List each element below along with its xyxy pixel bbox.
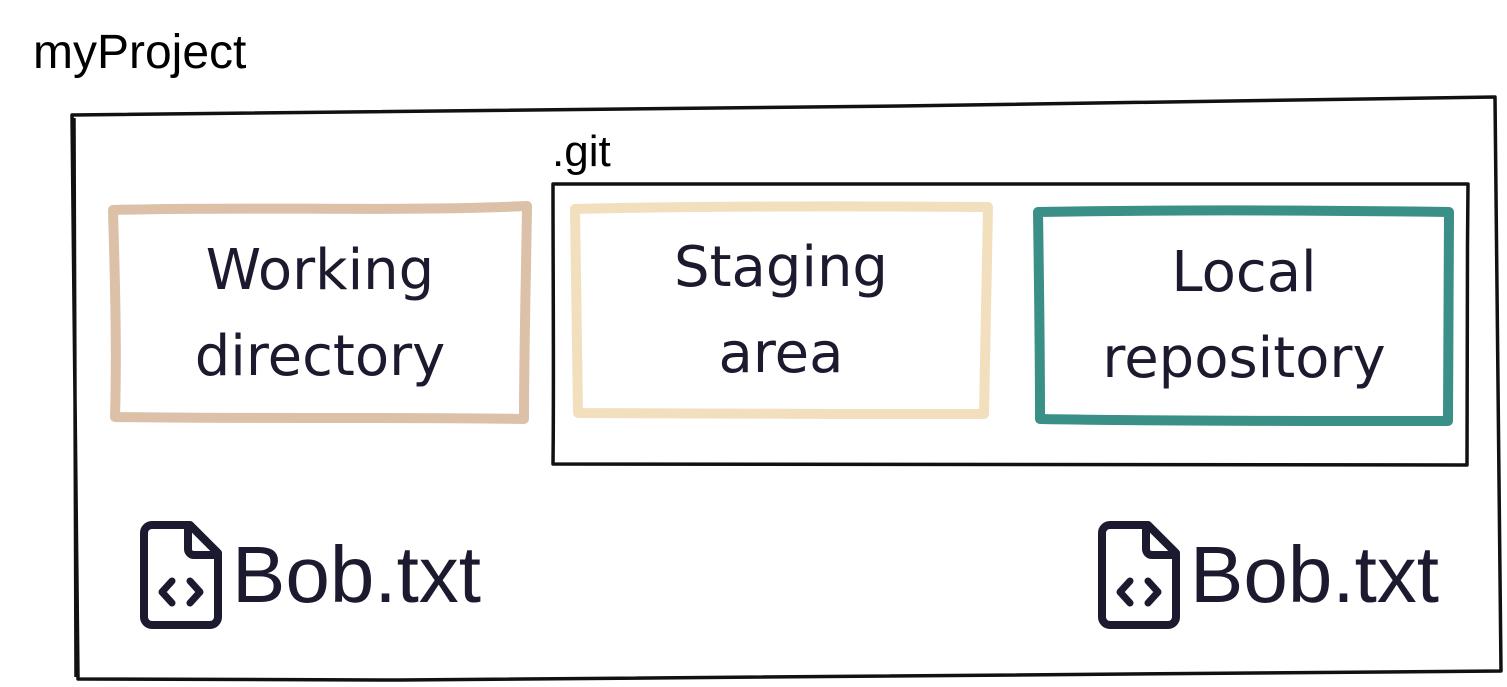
working-directory-label-line-1: Working (205, 238, 435, 303)
working-directory-label: Working directory (118, 214, 522, 414)
project-label: myProject (33, 26, 247, 79)
local-repository-label-line-2: repository (1102, 326, 1386, 391)
local-repository-label-line-1: Local (1171, 240, 1317, 305)
local-repository-box (1033, 205, 1454, 426)
file-name: Bob.txt (232, 530, 482, 619)
code-file-icon (1098, 521, 1180, 629)
local-repository-file: Bob.txt (1098, 520, 1439, 630)
staging-area-label: Staging area (580, 212, 982, 410)
git-folder-label: .git (552, 127, 611, 176)
staging-area-label-line-1: Staging (674, 235, 888, 300)
local-repository-label: Local repository (1043, 216, 1445, 416)
git-box (551, 181, 1470, 468)
staging-area-box (570, 201, 993, 419)
working-directory-box (108, 201, 532, 424)
staging-area-label-line-2: area (718, 321, 844, 386)
working-directory-file: Bob.txt (140, 520, 481, 630)
code-file-icon (140, 521, 222, 629)
file-name: Bob.txt (1190, 530, 1440, 619)
working-directory-label-line-2: directory (194, 324, 446, 389)
project-box (70, 95, 1503, 682)
